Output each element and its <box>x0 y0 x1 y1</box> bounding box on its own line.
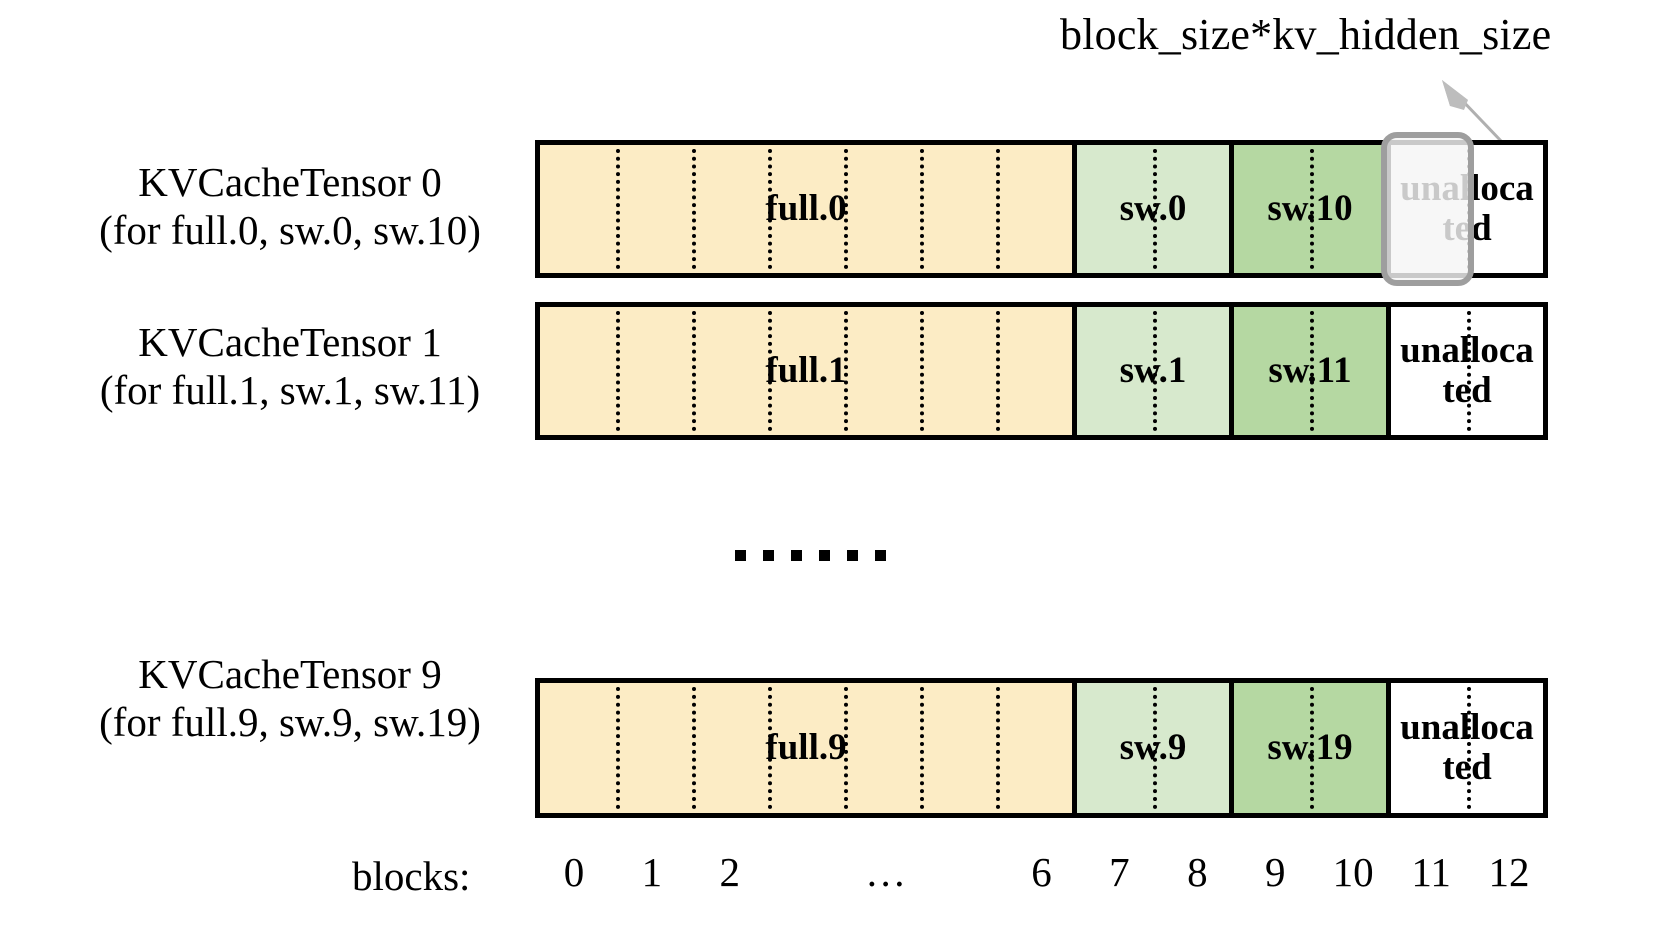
axis-tick-0: 0 <box>563 849 585 895</box>
ellipsis-dot <box>791 550 802 561</box>
block-segment-full-1[interactable]: full.1 <box>540 307 1072 435</box>
row-label-9-line1: KVCacheTensor 9 <box>138 651 442 697</box>
axis-tick-9: 9 <box>1265 849 1286 895</box>
block-segment-sw-1[interactable]: sw.1 <box>1072 307 1229 435</box>
row-label-0: KVCacheTensor 0 (for full.0, sw.0, sw.10… <box>55 158 525 255</box>
block-divider <box>1310 149 1314 269</box>
block-segment-label: full.9 <box>765 727 847 769</box>
row-label-9: KVCacheTensor 9 (for full.9, sw.9, sw.19… <box>55 650 525 747</box>
block-segment-label: full.0 <box>765 188 847 230</box>
ellipsis-dot <box>875 550 886 561</box>
block-divider <box>768 311 772 431</box>
block-segment-sw-9[interactable]: sw.9 <box>1072 683 1229 813</box>
block-segment-label: sw.10 <box>1267 188 1353 230</box>
block-divider <box>1310 311 1314 431</box>
block-divider <box>768 149 772 269</box>
block-segment-sw-10[interactable]: sw.10 <box>1229 145 1386 273</box>
block-segment-label: sw.9 <box>1119 727 1187 769</box>
axis-tick-7: 7 <box>1109 849 1130 895</box>
axis-tick-11: 11 <box>1411 849 1451 895</box>
axis-tick-8: 8 <box>1187 849 1208 895</box>
row-label-0-line1: KVCacheTensor 0 <box>138 159 442 205</box>
block-segment-full-0[interactable]: full.0 <box>540 145 1072 273</box>
row-label-0-line2: (for full.0, sw.0, sw.10) <box>99 207 481 254</box>
block-segment-label: sw.11 <box>1268 350 1352 392</box>
block-divider <box>1467 687 1471 809</box>
block-divider <box>996 149 1000 269</box>
block-divider <box>844 149 848 269</box>
axis-tick-12: 12 <box>1488 849 1530 895</box>
block-divider <box>920 311 924 431</box>
block-divider <box>692 149 696 269</box>
block-divider <box>1153 149 1157 269</box>
block-divider <box>996 311 1000 431</box>
block-divider <box>768 687 772 809</box>
block-divider <box>1153 311 1157 431</box>
row-label-9-line2: (for full.9, sw.9, sw.19) <box>99 699 481 746</box>
ellipsis-dot <box>735 550 746 561</box>
block-divider <box>1153 687 1157 809</box>
ellipsis-dot <box>763 550 774 561</box>
block-divider <box>616 149 620 269</box>
block-segment-sw-19[interactable]: sw.19 <box>1229 683 1386 813</box>
block-segment-sw-0[interactable]: sw.0 <box>1072 145 1229 273</box>
block-divider <box>920 149 924 269</box>
rows-ellipsis <box>735 550 886 561</box>
row-label-1-line2: (for full.1, sw.1, sw.11) <box>99 367 481 414</box>
block-segment-label: sw.1 <box>1119 350 1187 392</box>
block-segment-label: sw.0 <box>1119 188 1187 230</box>
block-segment-full-9[interactable]: full.9 <box>540 683 1072 813</box>
block-divider <box>692 311 696 431</box>
block-divider <box>844 311 848 431</box>
callout-label: block_size*kv_hidden_size <box>1060 10 1552 59</box>
axis-title: blocks: <box>352 853 471 899</box>
axis-tick-ellipsis: … <box>865 849 907 895</box>
row-label-1: KVCacheTensor 1 (for full.1, sw.1, sw.11… <box>55 318 525 415</box>
block-divider <box>1310 687 1314 809</box>
block-divider <box>996 687 1000 809</box>
block-divider <box>616 687 620 809</box>
block-divider <box>920 687 924 809</box>
block-divider <box>692 687 696 809</box>
axis-tick-10: 10 <box>1332 849 1374 895</box>
ellipsis-dot <box>819 550 830 561</box>
row-label-1-line1: KVCacheTensor 1 <box>138 319 442 365</box>
block-divider <box>844 687 848 809</box>
block-segment-sw-11[interactable]: sw.11 <box>1229 307 1386 435</box>
block-divider <box>1467 311 1471 431</box>
kvcache-tensor-bar-0: full.0sw.0sw.10unallocated <box>535 140 1548 278</box>
block-divider <box>616 311 620 431</box>
axis-tick-6: 6 <box>1031 849 1052 895</box>
block-segment-label: full.1 <box>765 350 847 392</box>
axis-tick-1: 1 <box>641 849 663 895</box>
ellipsis-dot <box>847 550 858 561</box>
axis-tick-2: 2 <box>719 849 741 895</box>
block-segment-label: sw.19 <box>1267 727 1353 769</box>
highlighted-block-outline[interactable] <box>1380 132 1474 286</box>
